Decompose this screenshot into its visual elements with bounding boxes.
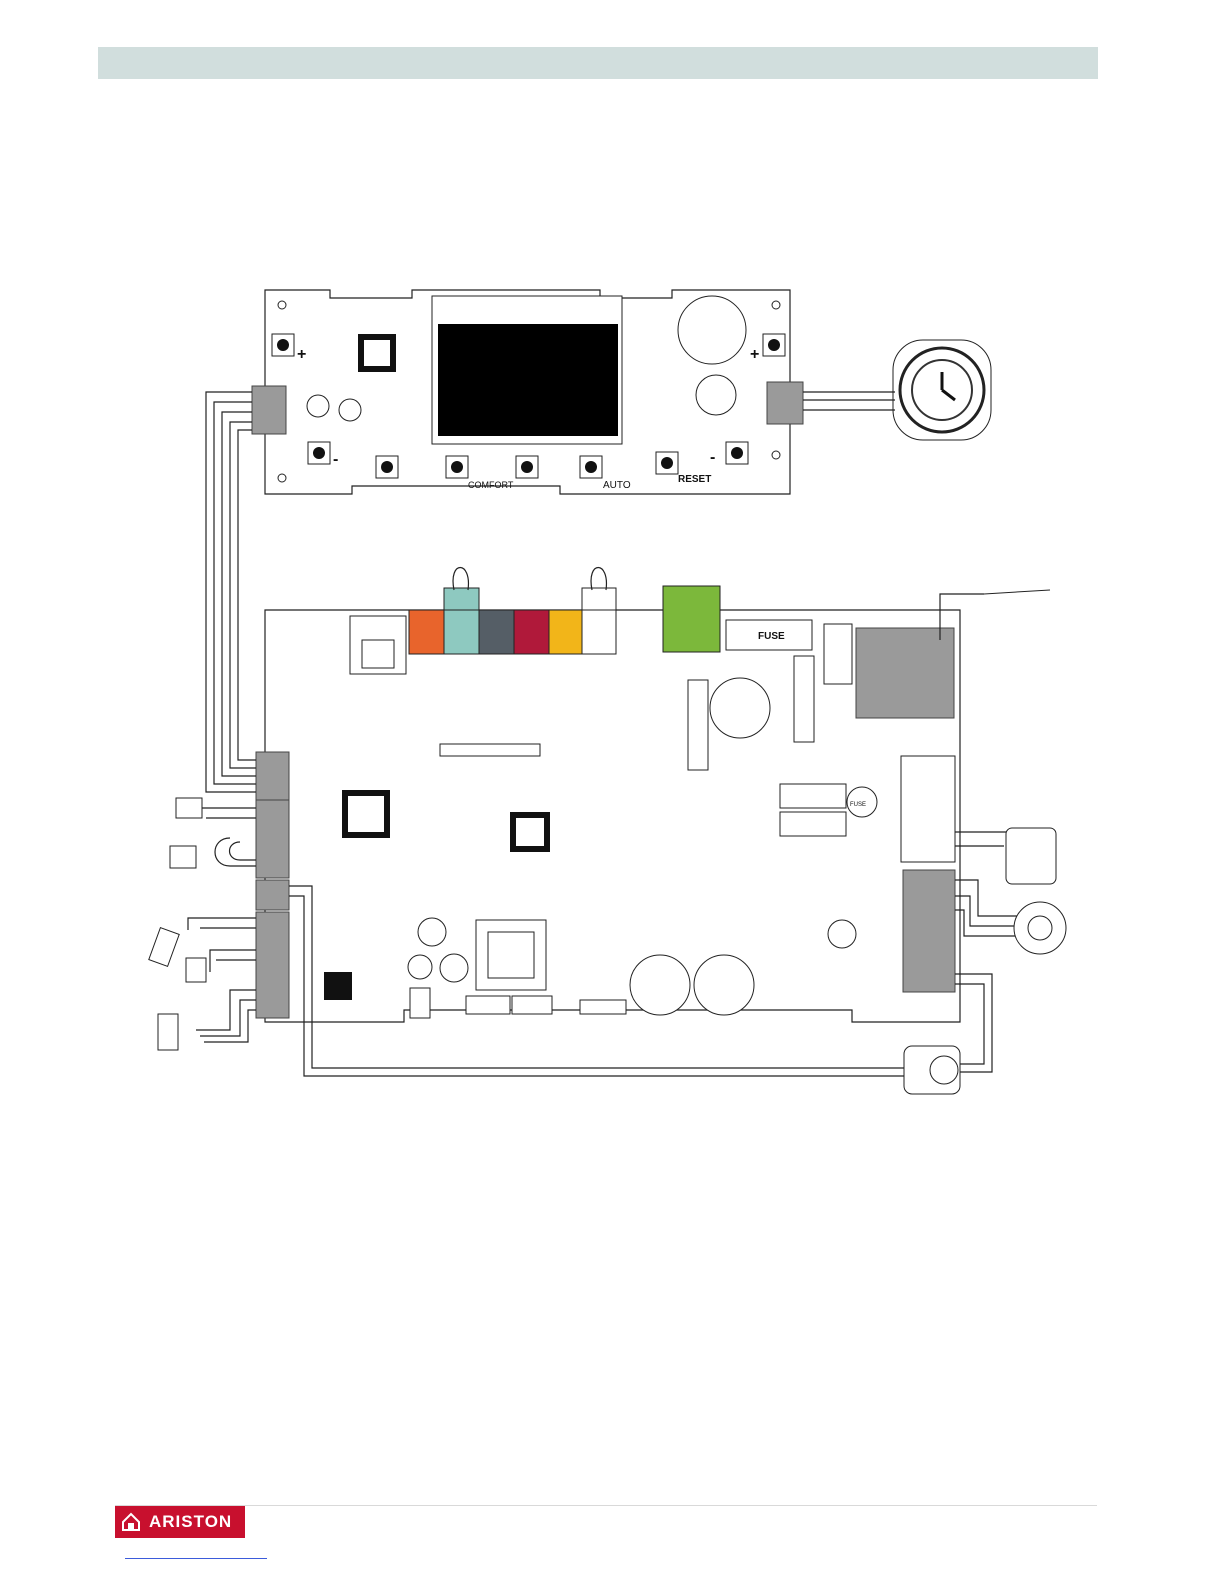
timer-clock <box>893 340 991 440</box>
terminal-green <box>663 586 720 652</box>
home-icon <box>115 1512 141 1532</box>
connector-right-2 <box>903 870 955 992</box>
label-plus-2: + <box>750 346 759 363</box>
button-mode[interactable] <box>376 456 398 478</box>
circulation-pump <box>904 1046 960 1094</box>
button-reset[interactable] <box>656 452 678 474</box>
label-reset: RESET <box>678 474 711 485</box>
sensor-left-4 <box>186 958 206 982</box>
terminal-white-top <box>582 588 616 610</box>
button-heat-plus[interactable] <box>763 334 785 356</box>
connector-right-1 <box>901 756 955 862</box>
button-heat-minus[interactable] <box>726 442 748 464</box>
button-power[interactable] <box>516 456 538 478</box>
lcd-screen <box>438 324 618 436</box>
footer-link[interactable] <box>125 1558 267 1559</box>
button-dhw-minus[interactable] <box>308 442 330 464</box>
brand-logo: ARISTON <box>115 1506 245 1538</box>
button-auto[interactable] <box>580 456 602 478</box>
terminal-block <box>409 568 720 655</box>
label-auto: AUTO <box>603 480 631 491</box>
label-minus-1: - <box>333 451 338 468</box>
battery <box>678 296 746 364</box>
terminal-teal <box>444 610 479 654</box>
fuse-label: FUSE <box>758 631 785 642</box>
buzzer <box>696 375 736 415</box>
sensor-left-2 <box>170 846 196 868</box>
sensor-left-1 <box>176 798 202 818</box>
connector-left-4 <box>256 912 289 1018</box>
main-board: FUSE FUSE <box>256 568 960 1023</box>
footer-rule <box>115 1505 1097 1506</box>
label-minus-2: - <box>710 449 715 466</box>
connector-left-2 <box>256 800 289 878</box>
fuse-label-2: FUSE <box>850 802 866 808</box>
brand-name: ARISTON <box>149 1512 232 1532</box>
relay <box>856 628 954 718</box>
terminal-orange <box>409 610 444 654</box>
sensor-left-5 <box>158 1014 178 1050</box>
label-comfort: COMFORT <box>468 480 514 490</box>
terminal-white <box>582 610 616 654</box>
terminal-yellow <box>549 610 582 654</box>
connector-left-1 <box>256 752 289 800</box>
fan <box>1014 902 1066 954</box>
label-plus-1: + <box>297 346 306 363</box>
sensor-left-3 <box>149 928 179 967</box>
terminal-slate <box>479 610 514 654</box>
connector-left-3 <box>256 880 289 910</box>
terminal-crimson <box>514 610 549 654</box>
button-dhw-plus[interactable] <box>272 334 294 356</box>
display-board: + - + - COMFORT AUTO RESET <box>252 290 803 494</box>
display-connector-right <box>767 382 803 424</box>
display-connector-left <box>252 386 286 434</box>
terminal-teal-top <box>444 588 479 610</box>
button-comfort[interactable] <box>446 456 468 478</box>
gas-valve <box>1006 828 1056 884</box>
